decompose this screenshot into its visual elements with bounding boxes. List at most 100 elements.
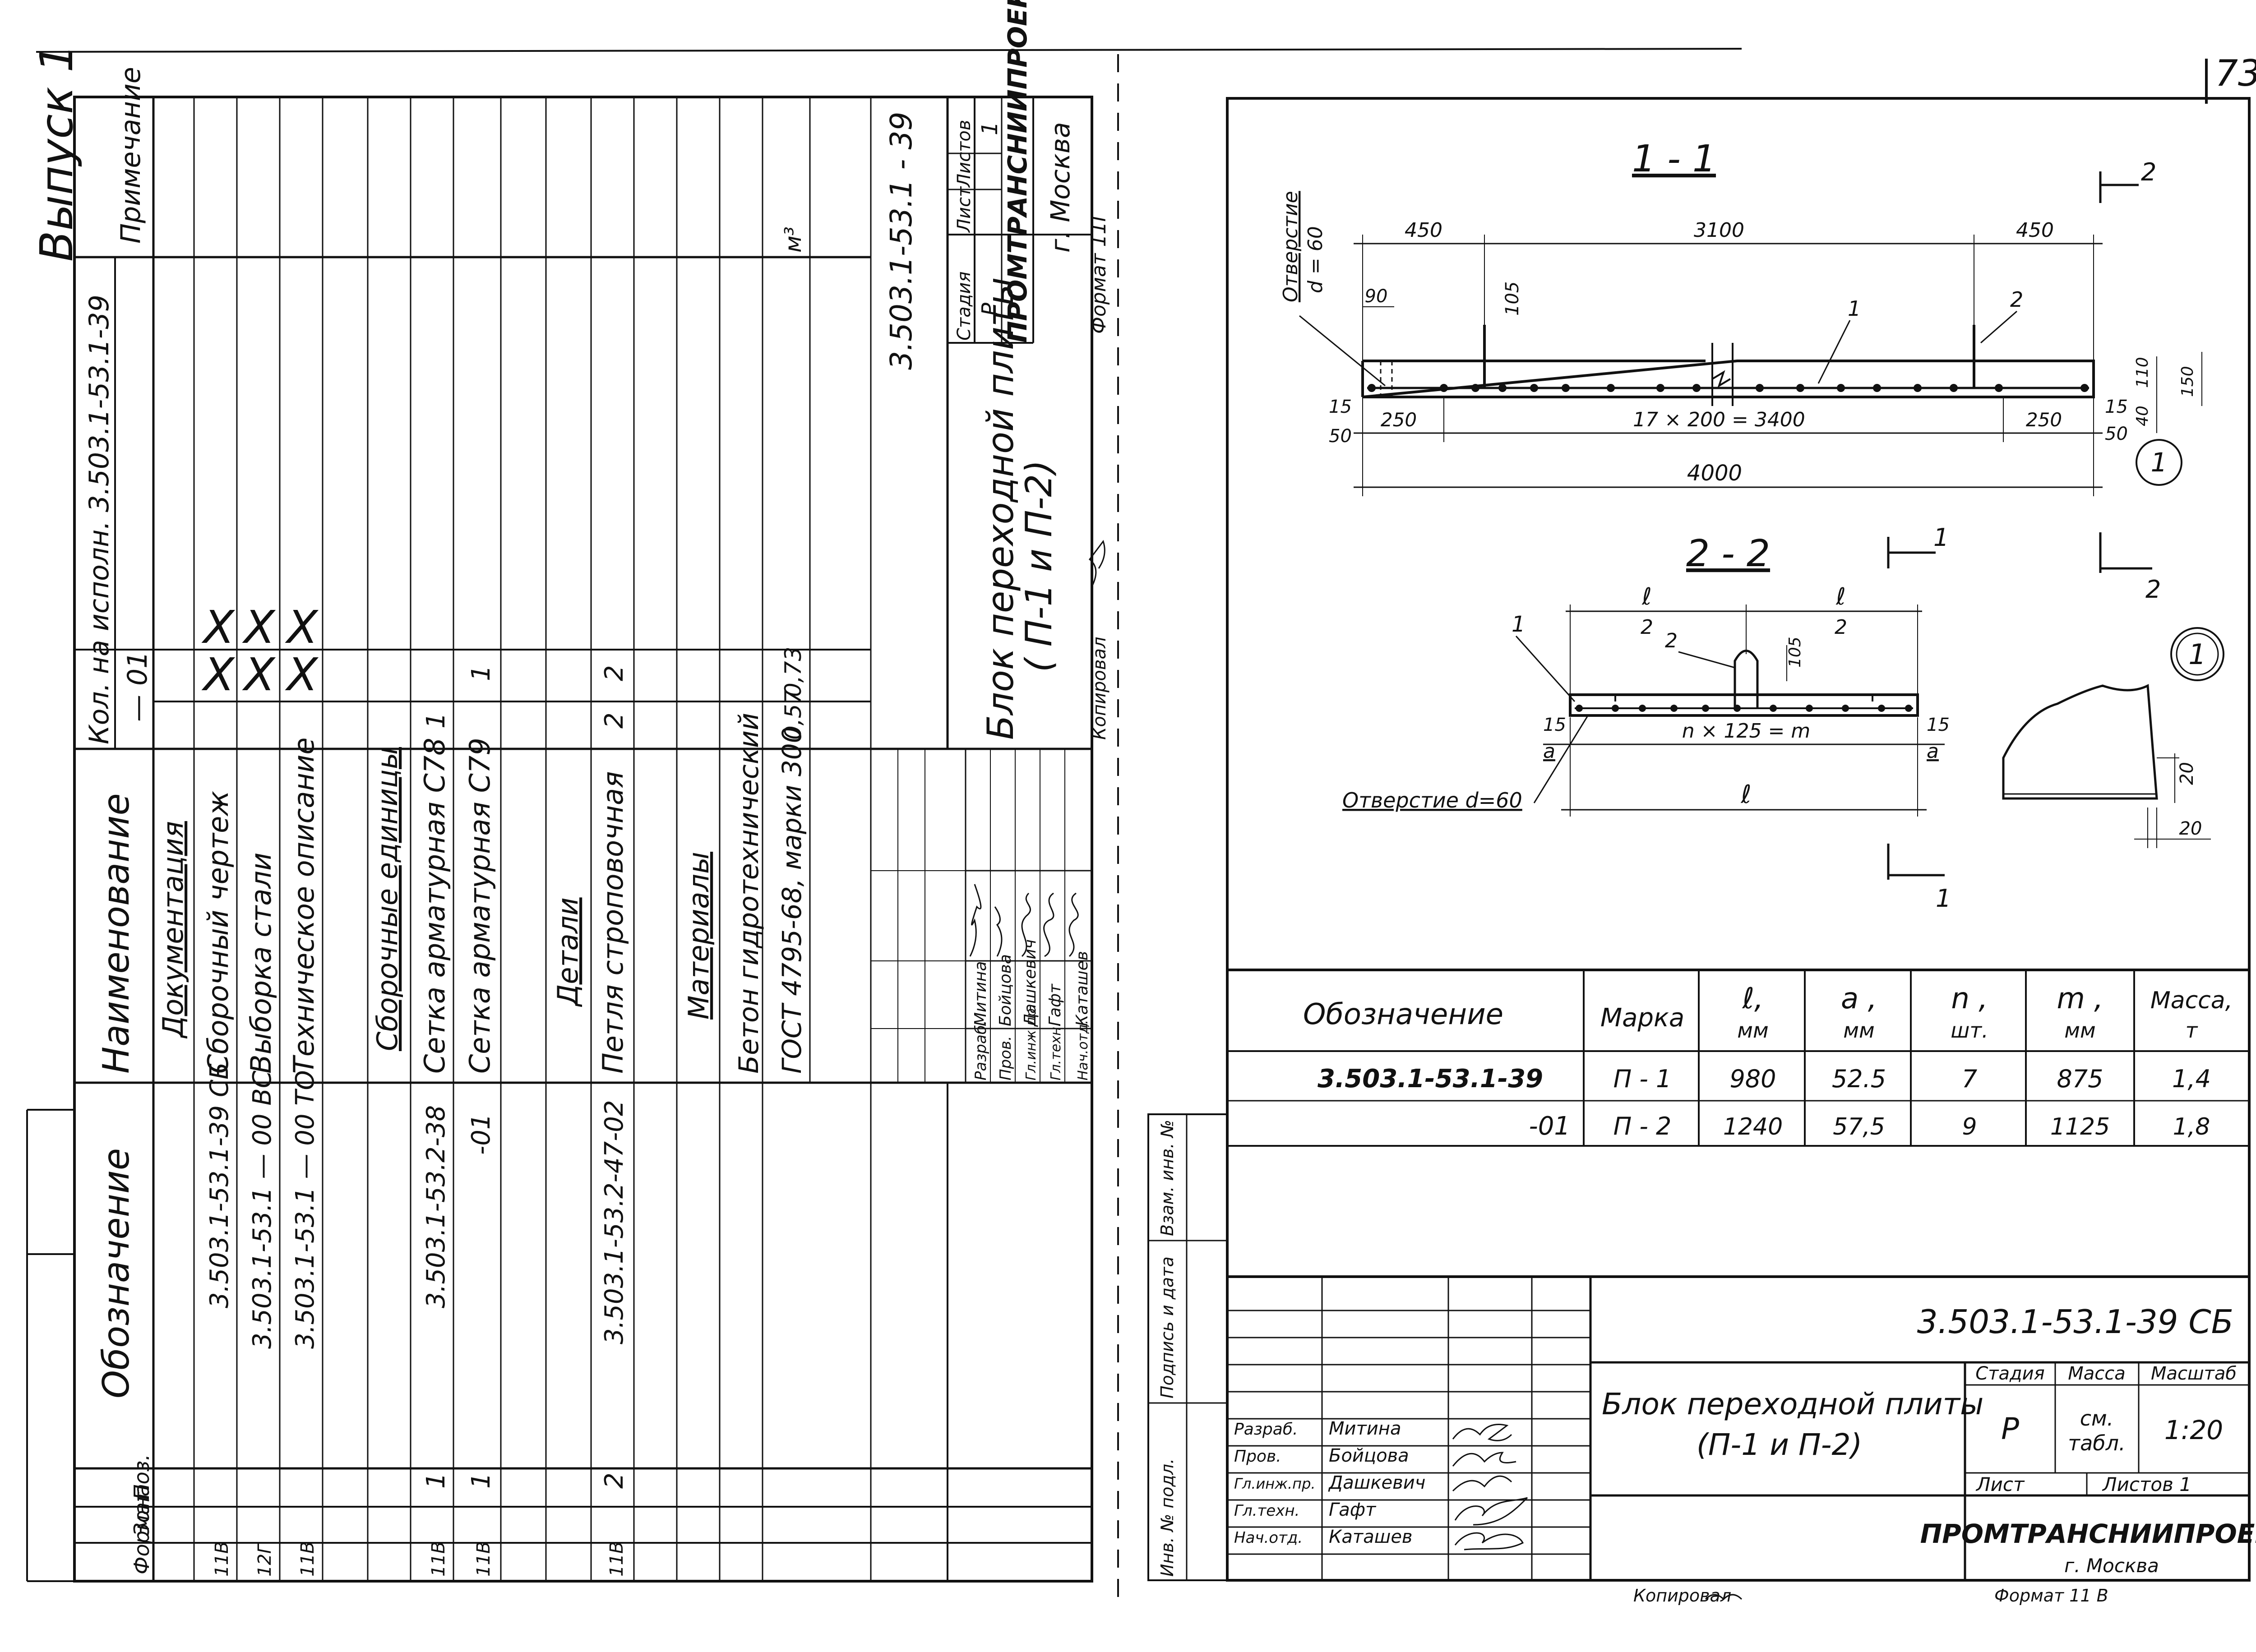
left-sheets-label: Листов: [954, 120, 975, 188]
spec-row: 11В 3.503.1-53.1 — 00 ТО Техническое опи…: [285, 601, 320, 1577]
right-person-0: Митина: [1329, 1418, 1401, 1439]
left-title-block: 3.503.1-53.1 - 39 Блок переходной плиты …: [871, 0, 1110, 1581]
right-title-line1: Блок переходной плиты: [1602, 1387, 1983, 1421]
right-scale-label: Масштаб: [2151, 1363, 2237, 1384]
th-designation: Обозначение: [1303, 998, 1503, 1031]
th-a: a ,: [1841, 982, 1877, 1015]
cell-mass: 1,8: [2173, 1113, 2210, 1140]
hdr-name: Наименование: [95, 793, 137, 1074]
right-role-1: Пров.: [1234, 1447, 1281, 1466]
right-sheet-label: Лист: [1975, 1473, 2025, 1495]
th-m-unit: мм: [2064, 1018, 2095, 1043]
right-city: г. Москва: [2064, 1555, 2159, 1577]
detail-1: 1 20 20: [2002, 627, 2224, 848]
rebar-hooks: [1614, 694, 1873, 701]
row-q2-cross: X: [201, 601, 236, 654]
left-stage-label: Стадия: [954, 272, 975, 341]
right-title-block: 3.503.1-53.1-39 СБ Блок переходной плиты…: [1227, 1275, 2256, 1606]
row-q1-cross: X: [201, 648, 236, 701]
row-designation: 3.503.1-53.1-39 СБ: [205, 1062, 234, 1308]
left-role-3: Гл.техн.: [1048, 1023, 1064, 1080]
section-documentation-title: Документация: [157, 821, 190, 1039]
row-name: Бетон гидротехнический: [733, 713, 765, 1074]
row-format: 11В: [606, 1541, 627, 1577]
margin-label-0: Инв. № подл.: [1157, 1458, 1177, 1577]
detail-callout-label: 1: [2188, 638, 2206, 671]
left-sheet: Выпуск 1: [26, 0, 1110, 1583]
right-doc-code: 3.503.1-53.1-39 СБ: [1917, 1303, 2233, 1341]
people-grid: [1227, 1277, 1590, 1580]
section-assembly-title: Сборочные единицы: [371, 747, 404, 1051]
cell-designation: 3.503.1-53.1-39: [1318, 1064, 1543, 1094]
spec-row: 11В 1 -01 Сетка арматурная С79 1: [463, 665, 496, 1577]
th-mass: Масса,: [2150, 987, 2233, 1014]
cell-a: 57,5: [1833, 1113, 1885, 1140]
row-pos: 1: [421, 1472, 451, 1489]
parameters-table: Обозначение Марка ℓ, мм a , мм n , шт. m…: [1227, 969, 2249, 1147]
th-mark: Марка: [1600, 1003, 1684, 1033]
cut-marker-2-top-label: 2: [2141, 158, 2156, 186]
cell-mark: П - 1: [1613, 1065, 1672, 1093]
th-a-unit: мм: [1843, 1018, 1874, 1043]
right-person-2: Дашкевич: [1328, 1472, 1425, 1493]
hdr-pos: Поз.: [129, 1454, 154, 1500]
top-rule: [36, 48, 1742, 53]
callout-circle-1-label: 1: [2151, 447, 2168, 478]
break-mark: [1711, 343, 1734, 406]
margin-label-2: Взам. инв. №: [1157, 1120, 1177, 1236]
th-l-unit: мм: [1737, 1018, 1768, 1043]
hdr-format: Формат: [129, 1490, 154, 1574]
dim-150: 150: [2178, 366, 2197, 397]
hole-label-2-2: Отверстие d=60: [1342, 788, 1522, 812]
signature: [1043, 892, 1054, 957]
left-city: г. Москва: [1045, 122, 1076, 253]
dim-450-right: 450: [2016, 219, 2054, 242]
row-designation: 3.503.1-53.1 — 00 ВС: [248, 1071, 277, 1349]
dim-15-right-2-2: 15: [1927, 715, 1950, 735]
left-role-1: Пров.: [997, 1036, 1015, 1080]
rebar-dots-2-2: [1576, 705, 1912, 712]
slab-outline: [1362, 360, 2095, 398]
row-name: ГОСТ 4795-68, марки 300: [777, 726, 807, 1074]
dim-a-left: a: [1543, 740, 1555, 763]
cut-marker-1-bottom: [1887, 844, 1945, 880]
row-format: 11В: [297, 1541, 318, 1577]
dim-450-left: 450: [1405, 219, 1442, 242]
row-format: 11В: [428, 1541, 449, 1577]
hdr-zone: Зона: [129, 1484, 154, 1536]
spec-row: 12Г 3.503.1-53.1 — 00 ВС Выборка стали X…: [242, 601, 277, 1577]
dim-l-total: ℓ: [1740, 780, 1751, 809]
row-designation: -01: [467, 1114, 496, 1155]
row-designation: 3.503.1-53.1 — 00 ТО: [291, 1070, 320, 1349]
right-role-3: Гл.техн.: [1234, 1502, 1299, 1520]
row-q1: 1: [421, 712, 451, 729]
right-frame: [1226, 97, 2251, 1582]
right-role-0: Разраб.: [1234, 1420, 1298, 1439]
th-n: n ,: [1951, 982, 1988, 1015]
right-org: ПРОМТРАНСНИИПРОЕКТ: [1920, 1518, 2256, 1549]
dim-105-2-2: 105: [1786, 637, 1804, 668]
right-mass-line1: см.: [2080, 1406, 2114, 1431]
margin-label-1: Подпись и дата: [1157, 1256, 1177, 1398]
hdr-exec-base: —: [122, 695, 153, 722]
right-person-3: Гафт: [1329, 1500, 1377, 1520]
leader-1-2-2: 1: [1512, 612, 1526, 637]
signature: [994, 906, 1003, 957]
right-person-4: Каташев: [1329, 1527, 1413, 1547]
hole-leader: [1299, 315, 1386, 387]
left-format: Формат 11Г: [1087, 209, 1110, 334]
right-mass-line2: табл.: [2068, 1431, 2125, 1455]
spec-row: 11В 2 3.503.1-53.2-47-02 Петля строповоч…: [596, 665, 629, 1577]
row-note: м³: [780, 226, 806, 253]
left-person-0: Митина: [971, 961, 990, 1026]
spec-row: 11В 3.503.1-53.1-39 СБ Сборочный чертеж …: [201, 601, 236, 1577]
left-role-4: Нач.отд.: [1075, 1020, 1091, 1080]
left-stage: Р: [977, 303, 1003, 316]
left-sheets: 1: [977, 121, 1003, 135]
slab-2-2: [1569, 693, 1919, 717]
section-parts-title: Детали: [551, 897, 584, 1007]
dim-pitch: 17 × 200 = 3400: [1633, 408, 1805, 431]
cell-l: 1240: [1723, 1113, 1783, 1140]
dim-3100: 3100: [1694, 219, 1744, 242]
